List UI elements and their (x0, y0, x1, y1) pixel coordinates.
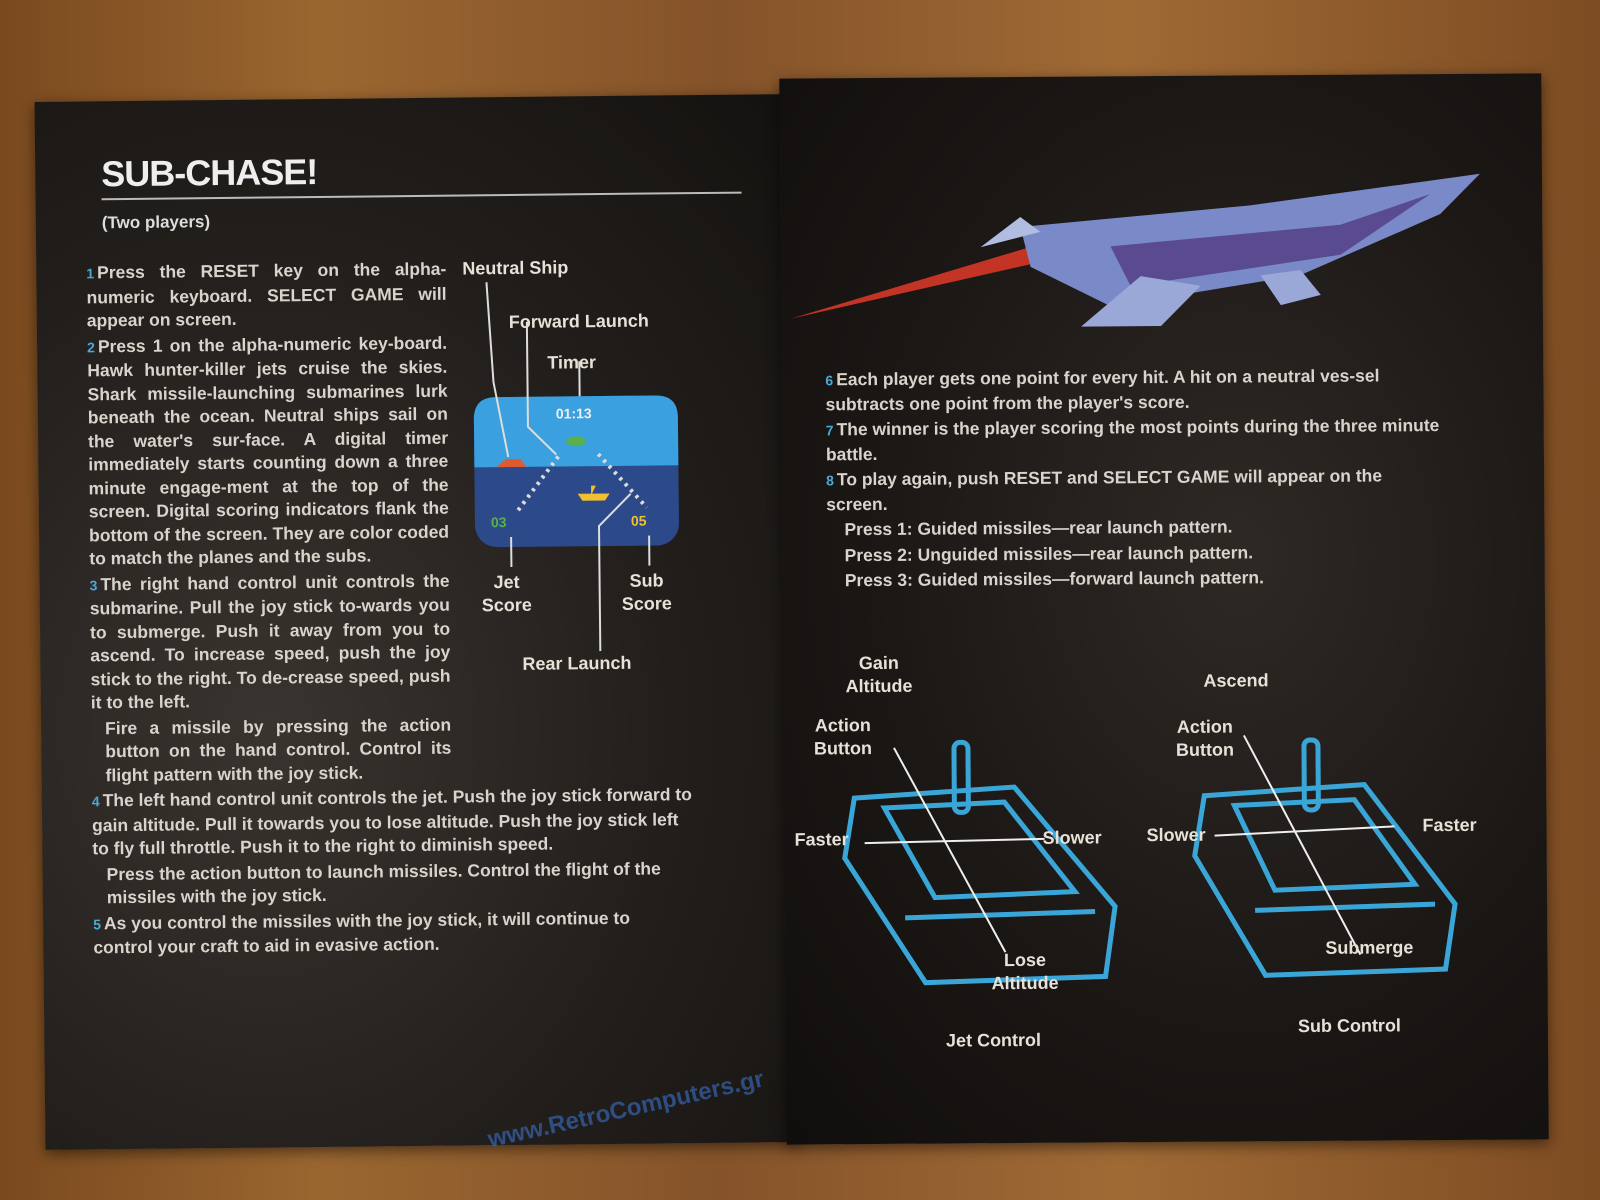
step-number: 1 (86, 265, 95, 282)
sub-right-label: Faster (1422, 814, 1477, 836)
callout-lines (485, 282, 651, 652)
label-jet-score: Jet Score (481, 571, 532, 616)
controller-diagrams (842, 734, 1458, 986)
step-text: The right hand control unit controls the… (89, 570, 451, 713)
jet-right-label: Slower (1042, 827, 1102, 848)
step-number: 5 (93, 915, 102, 932)
label-forward-launch: Forward Launch (508, 310, 649, 333)
jet-icon (566, 436, 587, 447)
label-sub-score: Sub Score (621, 570, 672, 614)
step-number: 4 (91, 793, 100, 810)
sub-up-label: Ascend (1203, 670, 1269, 691)
left-page: SUB-CHASE! (Two players) www.RetroComput… (34, 94, 798, 1153)
step-text: Each player gets one point for every hit… (825, 365, 1380, 414)
press-option-3: Press 3: Guided missiles—forward launch … (844, 567, 1265, 591)
jet-controller-icon (842, 739, 1118, 986)
watermark: www.RetroComputers.gr (485, 1065, 767, 1154)
game-screen-diagram (473, 282, 679, 652)
subtitle: (Two players) (101, 212, 211, 233)
label-timer: Timer (547, 352, 597, 373)
step-text: The winner is the player scoring the mos… (825, 415, 1440, 464)
jet-control-caption: Jet Control (945, 1029, 1042, 1051)
jet-score-value: 03 (490, 514, 507, 531)
step-number: 7 (825, 422, 834, 439)
press-option-2: Press 2: Unguided missiles—rear launch p… (844, 541, 1254, 565)
jet-button-label: Action Button (813, 715, 873, 759)
missile-trails (515, 452, 649, 514)
sub-icon (577, 485, 610, 501)
jet-up-label: Gain Altitude (845, 652, 913, 697)
step-3-extra: Fire a missile by pressing the action bu… (104, 714, 452, 785)
label-rear-launch: Rear Launch (522, 652, 632, 674)
sub-left-label: Slower (1146, 824, 1206, 846)
step-number: 2 (87, 338, 95, 355)
sub-button-label: Action Button (1175, 716, 1235, 760)
step-number: 8 (826, 472, 834, 489)
step-number: 6 (825, 372, 834, 389)
timer-value: 01:13 (555, 405, 592, 422)
step-text: The left hand control unit controls the … (92, 784, 692, 859)
step-number: 3 (89, 576, 98, 593)
step-text: As you control the missiles with the joy… (93, 907, 631, 958)
sub-control-caption: Sub Control (1297, 1015, 1401, 1037)
step-4-extra: Press the action button to launch missil… (106, 857, 661, 908)
neutral-ship-icon (496, 458, 527, 468)
label-neutral-ship: Neutral Ship (462, 257, 569, 279)
step-text: Press the RESET key on the alpha-numeric… (86, 258, 447, 331)
jet-left-label: Faster (794, 829, 849, 850)
press-option-1: Press 1: Guided missiles—rear launch pat… (844, 516, 1233, 540)
sub-controller-icon (1192, 737, 1458, 978)
screen-sky (473, 395, 679, 468)
step-text: Press 1 on the alpha-numeric key-board. … (87, 332, 450, 569)
sub-score-value: 05 (630, 512, 647, 529)
jet-down-label: Lose Altitude (991, 949, 1059, 994)
step-text: To play again, push RESET and SELECT GAM… (826, 465, 1383, 514)
sub-down-label: Submerge (1325, 937, 1414, 958)
spacecraft-illustration (790, 173, 1480, 327)
direction-arrows (864, 734, 1395, 956)
page-title: SUB-CHASE! (101, 151, 318, 195)
